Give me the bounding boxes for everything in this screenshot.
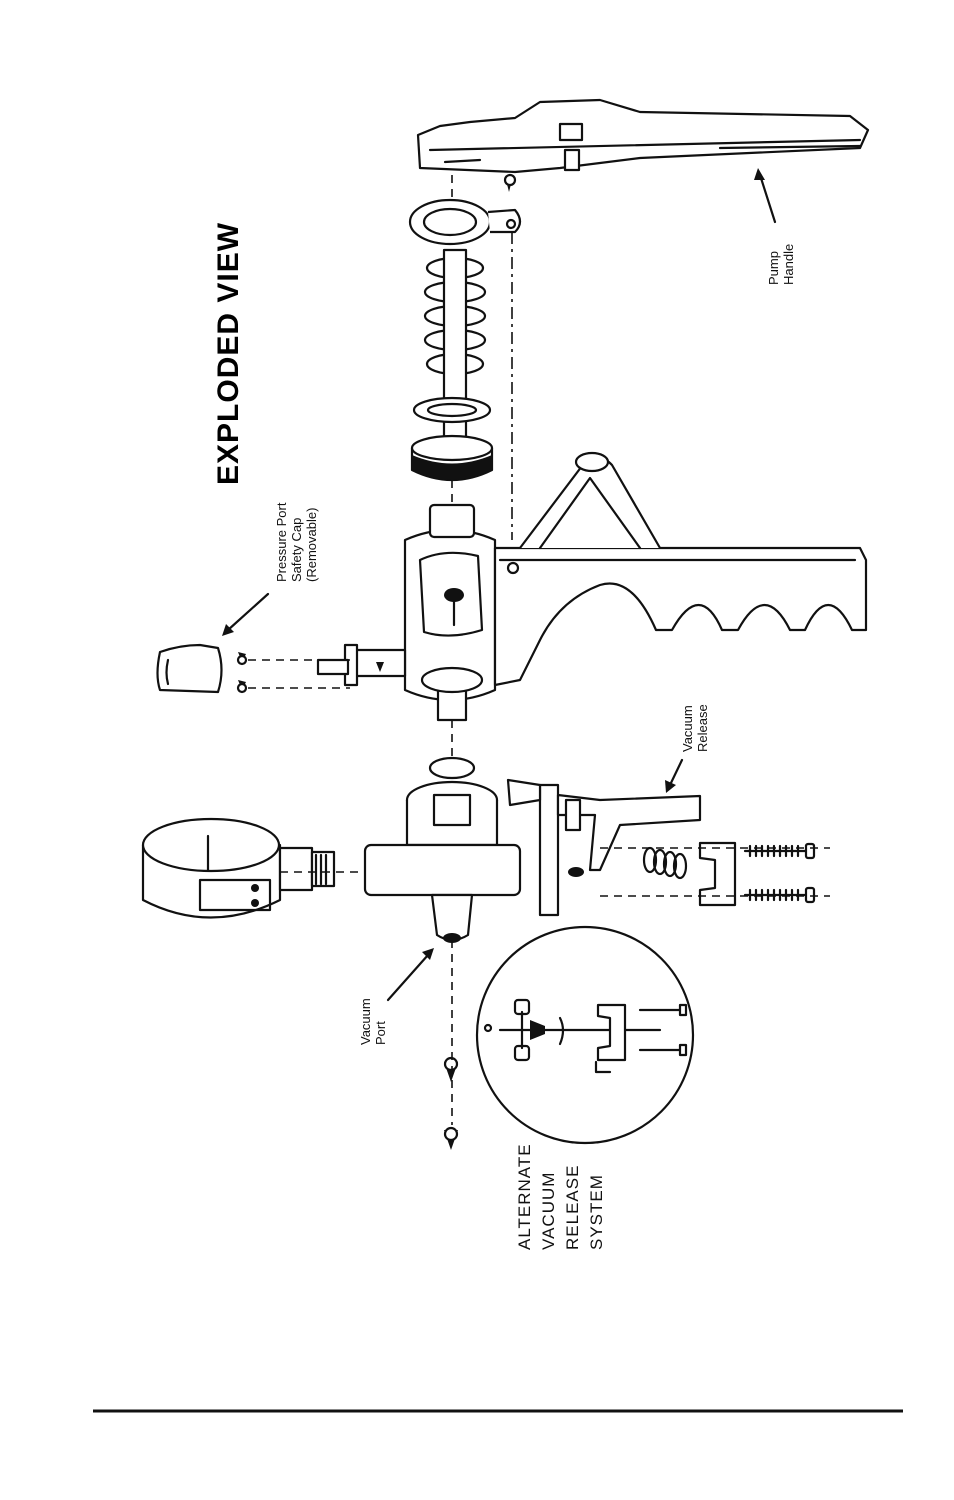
- svg-text:Port: Port: [373, 1021, 388, 1045]
- svg-text:Pressure Port: Pressure Port: [274, 502, 289, 582]
- leader-arrows: [222, 168, 777, 1002]
- svg-text:Safety Cap: Safety Cap: [289, 518, 304, 582]
- piston-spring-assembly: [408, 198, 522, 482]
- pump-handle-part: [416, 98, 870, 192]
- pump-body-part: [316, 451, 868, 722]
- pressure-gauge-part: [141, 817, 336, 919]
- vacuum-release-assembly: [506, 778, 816, 917]
- svg-text:Vacuum: Vacuum: [358, 998, 373, 1045]
- label-vacuum-port: Vacuum Port: [358, 998, 388, 1045]
- svg-text:SYSTEM: SYSTEM: [587, 1174, 606, 1250]
- label-alternate-vacuum-release-system: ALTERNATE VACUUM RELEASE SYSTEM: [515, 1143, 606, 1250]
- label-pump-handle: Pump Handle: [766, 244, 796, 285]
- manifold-block-part: [363, 780, 522, 943]
- svg-text:RELEASE: RELEASE: [563, 1165, 582, 1250]
- svg-text:Handle: Handle: [781, 244, 796, 285]
- label-vacuum-release: Vacuum Release: [680, 704, 710, 752]
- screw-part: [743, 842, 816, 904]
- svg-text:Pump: Pump: [766, 251, 781, 285]
- svg-text:ALTERNATE: ALTERNATE: [515, 1143, 534, 1250]
- diagram-title: EXPLODED VIEW: [212, 222, 245, 485]
- label-pressure-port: Pressure Port Safety Cap (Removable): [274, 502, 319, 582]
- pressure-port-safety-cap: [156, 643, 248, 694]
- svg-text:(Removable): (Removable): [304, 508, 319, 582]
- svg-text:Vacuum: Vacuum: [680, 705, 695, 752]
- svg-text:VACUUM: VACUUM: [539, 1172, 558, 1250]
- o-ring-part: [428, 756, 476, 780]
- bottom-screws: [443, 1056, 459, 1150]
- svg-text:Release: Release: [695, 704, 710, 752]
- alignment-lines: [248, 175, 830, 1125]
- alternate-vacuum-release-inset: [475, 925, 695, 1145]
